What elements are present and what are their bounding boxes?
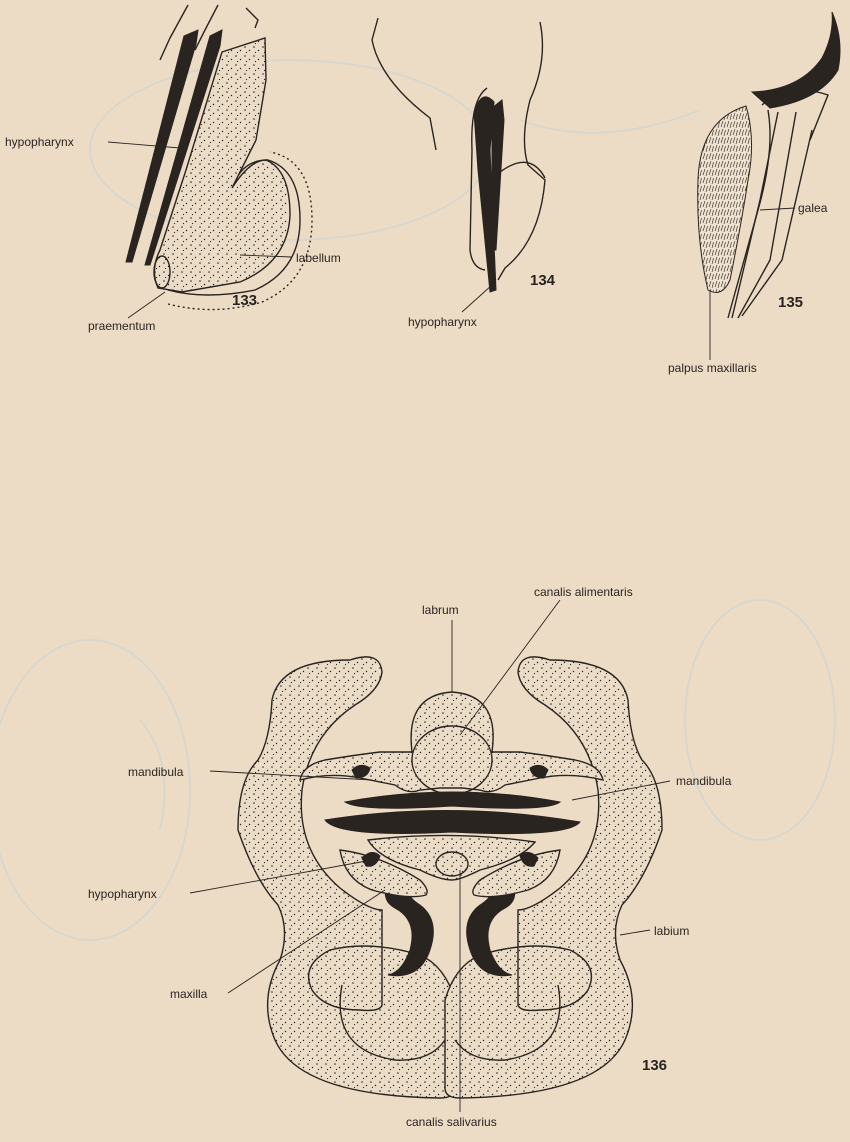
label-labrum: labrum (422, 603, 459, 617)
figure-number-135: 135 (778, 294, 803, 311)
figure-134-drawing (372, 18, 545, 292)
mandibula-upper (345, 792, 560, 808)
figure-number-136: 136 (642, 1057, 667, 1074)
figure-number-134: 134 (530, 272, 556, 289)
label-palpus-maxillaris: palpus maxillaris (668, 361, 757, 375)
label-hypopharynx-133: hypopharynx (5, 135, 74, 149)
label-labellum: labellum (296, 251, 341, 265)
figure-135-drawing (698, 12, 840, 318)
label-labium: labium (654, 924, 689, 938)
figure-133-drawing (126, 5, 312, 310)
label-mandibula-left: mandibula (128, 765, 184, 779)
label-mandibula-right: mandibula (676, 774, 732, 788)
label-canalis-alimentaris: canalis alimentaris (534, 585, 633, 599)
label-hypopharynx-136: hypopharynx (88, 887, 157, 901)
label-galea: galea (798, 201, 828, 215)
label-praementum: praementum (88, 319, 155, 333)
mandible-hook (752, 12, 840, 108)
mandibula-lower (325, 810, 580, 833)
label-maxilla: maxilla (170, 987, 208, 1001)
label-canalis-salivarius: canalis salivarius (406, 1115, 497, 1129)
figure-136-drawing (238, 657, 662, 1098)
label-hypopharynx-134: hypopharynx (408, 315, 477, 329)
figure-number-133: 133 (232, 292, 257, 309)
